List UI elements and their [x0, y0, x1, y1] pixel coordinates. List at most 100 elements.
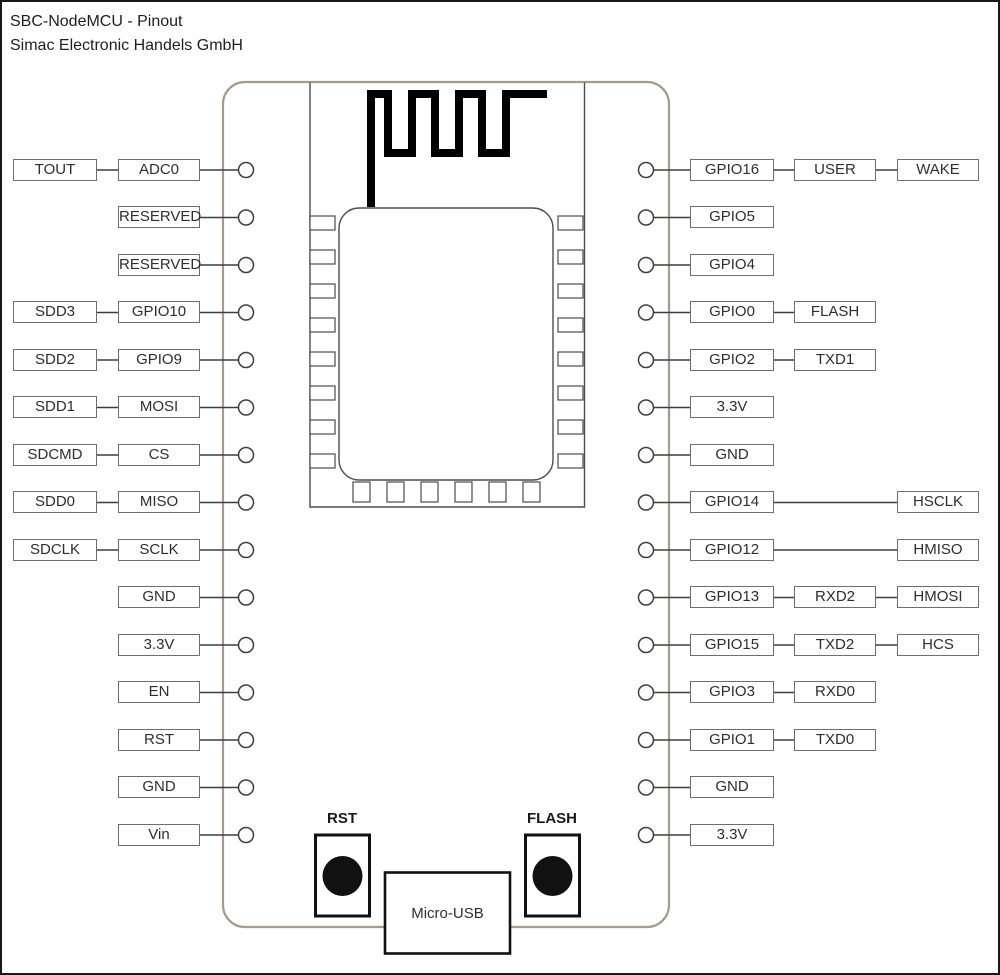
pin-name-label: EN	[118, 681, 200, 703]
pin-name-label: Vin	[118, 824, 200, 846]
rst-button-label: RST	[327, 810, 357, 827]
pin-circle	[637, 446, 655, 464]
pin-name-label: GPIO14	[690, 491, 774, 513]
pin-circle	[637, 399, 655, 416]
pin-alt-label: SDCLK	[13, 539, 97, 561]
pin-alt-label: TOUT	[13, 159, 97, 181]
pin-circle	[637, 161, 655, 179]
chip-outline	[338, 207, 554, 481]
pin-circle	[237, 541, 255, 559]
pin-circle	[237, 684, 255, 701]
pin-alt-label: SDD1	[13, 396, 97, 418]
chip-pad-bottom	[488, 481, 507, 503]
chip-pad-right	[557, 453, 584, 469]
pin-circle	[237, 494, 255, 511]
chip-pad-right	[557, 385, 584, 401]
pin-circle	[237, 589, 255, 606]
pin-circle	[237, 209, 255, 226]
pin-circle	[237, 446, 255, 464]
chip-pad-bottom	[420, 481, 439, 503]
pin-circle	[637, 541, 655, 559]
chip-pad-right	[557, 283, 584, 299]
micro-usb-outline	[383, 871, 512, 955]
pin-alt-label: SDCMD	[13, 444, 97, 466]
pin-alt-label: SDD3	[13, 301, 97, 323]
pin-func2-label: WAKE	[897, 159, 979, 181]
pin-name-label: MISO	[118, 491, 200, 513]
chip-pad-left	[309, 215, 336, 231]
pin-func-label: TXD0	[794, 729, 876, 751]
chip-pad-left	[309, 249, 336, 265]
pin-name-label: GPIO12	[690, 539, 774, 561]
pin-name-label: 3.3V	[690, 396, 774, 418]
chip-pad-bottom	[454, 481, 473, 503]
chip-pad-left	[309, 453, 336, 469]
chip-pad-bottom	[352, 481, 371, 503]
chip-pad-left	[309, 385, 336, 401]
pin-name-label: GPIO15	[690, 634, 774, 656]
pin-circle	[637, 684, 655, 701]
chip-pad-left	[309, 283, 336, 299]
pin-func-label: TXD2	[794, 634, 876, 656]
title-line-2: Simac Electronic Handels GmbH	[10, 37, 243, 54]
pin-connectors	[97, 161, 897, 844]
pin-circle	[637, 304, 655, 321]
pin-name-label: GND	[690, 444, 774, 466]
chip-pad-bottom	[522, 481, 541, 503]
pin-circle	[237, 304, 255, 321]
pin-circle	[237, 826, 255, 844]
pin-name-label: GPIO10	[118, 301, 200, 323]
chip-pads	[309, 215, 584, 503]
micro-usb-label: Micro-USB	[411, 905, 484, 922]
pin-func-label: RXD2	[794, 586, 876, 608]
pin-circle	[637, 256, 655, 274]
pin-name-label: GPIO13	[690, 586, 774, 608]
chip-pad-left	[309, 317, 336, 333]
pin-name-label: GPIO5	[690, 206, 774, 228]
pin-name-label: RST	[118, 729, 200, 751]
pin-name-label: MOSI	[118, 396, 200, 418]
chip-pad-right	[557, 215, 584, 231]
pin-name-label: GND	[118, 586, 200, 608]
chip-pad-right	[557, 249, 584, 265]
pin-func-label: TXD1	[794, 349, 876, 371]
title-line-1: SBC-NodeMCU - Pinout	[10, 13, 183, 30]
pin-name-label: RESERVED	[118, 206, 201, 228]
page-title: SBC-NodeMCU - Pinout Simac Electronic Ha…	[10, 10, 243, 58]
pin-circle	[237, 351, 255, 369]
pin-circle	[237, 731, 255, 749]
pin-circle	[637, 351, 655, 369]
pin-func2-label: HCS	[897, 634, 979, 656]
pin-circle	[637, 494, 655, 511]
pin-circle	[637, 826, 655, 844]
pin-circle	[237, 256, 255, 274]
pin-circle	[237, 161, 255, 179]
chip-pad-right	[557, 419, 584, 435]
pin-circle	[237, 779, 255, 796]
pin-name-label: GPIO3	[690, 681, 774, 703]
pin-circle	[637, 731, 655, 749]
pin-name-label: SCLK	[118, 539, 200, 561]
pin-name-label: GPIO16	[690, 159, 774, 181]
pin-alt-label: SDD2	[13, 349, 97, 371]
pin-name-label: ADC0	[118, 159, 200, 181]
pin-name-label: 3.3V	[118, 634, 200, 656]
pin-alt-label: SDD0	[13, 491, 97, 513]
pin-name-label: CS	[118, 444, 200, 466]
pin-circle	[637, 209, 655, 226]
pin-circle	[637, 779, 655, 796]
pin-name-label: 3.3V	[690, 824, 774, 846]
pin-circle	[237, 399, 255, 416]
pin-name-label: GND	[690, 776, 774, 798]
pin-func-label: RXD0	[794, 681, 876, 703]
pin-func-label: USER	[794, 159, 876, 181]
pin-func2-label: HMOSI	[897, 586, 979, 608]
pin-name-label: GND	[118, 776, 200, 798]
pin-name-label: GPIO2	[690, 349, 774, 371]
pin-circle	[637, 589, 655, 606]
chip-pad-left	[309, 419, 336, 435]
chip-pad-left	[309, 351, 336, 367]
pin-name-label: GPIO0	[690, 301, 774, 323]
